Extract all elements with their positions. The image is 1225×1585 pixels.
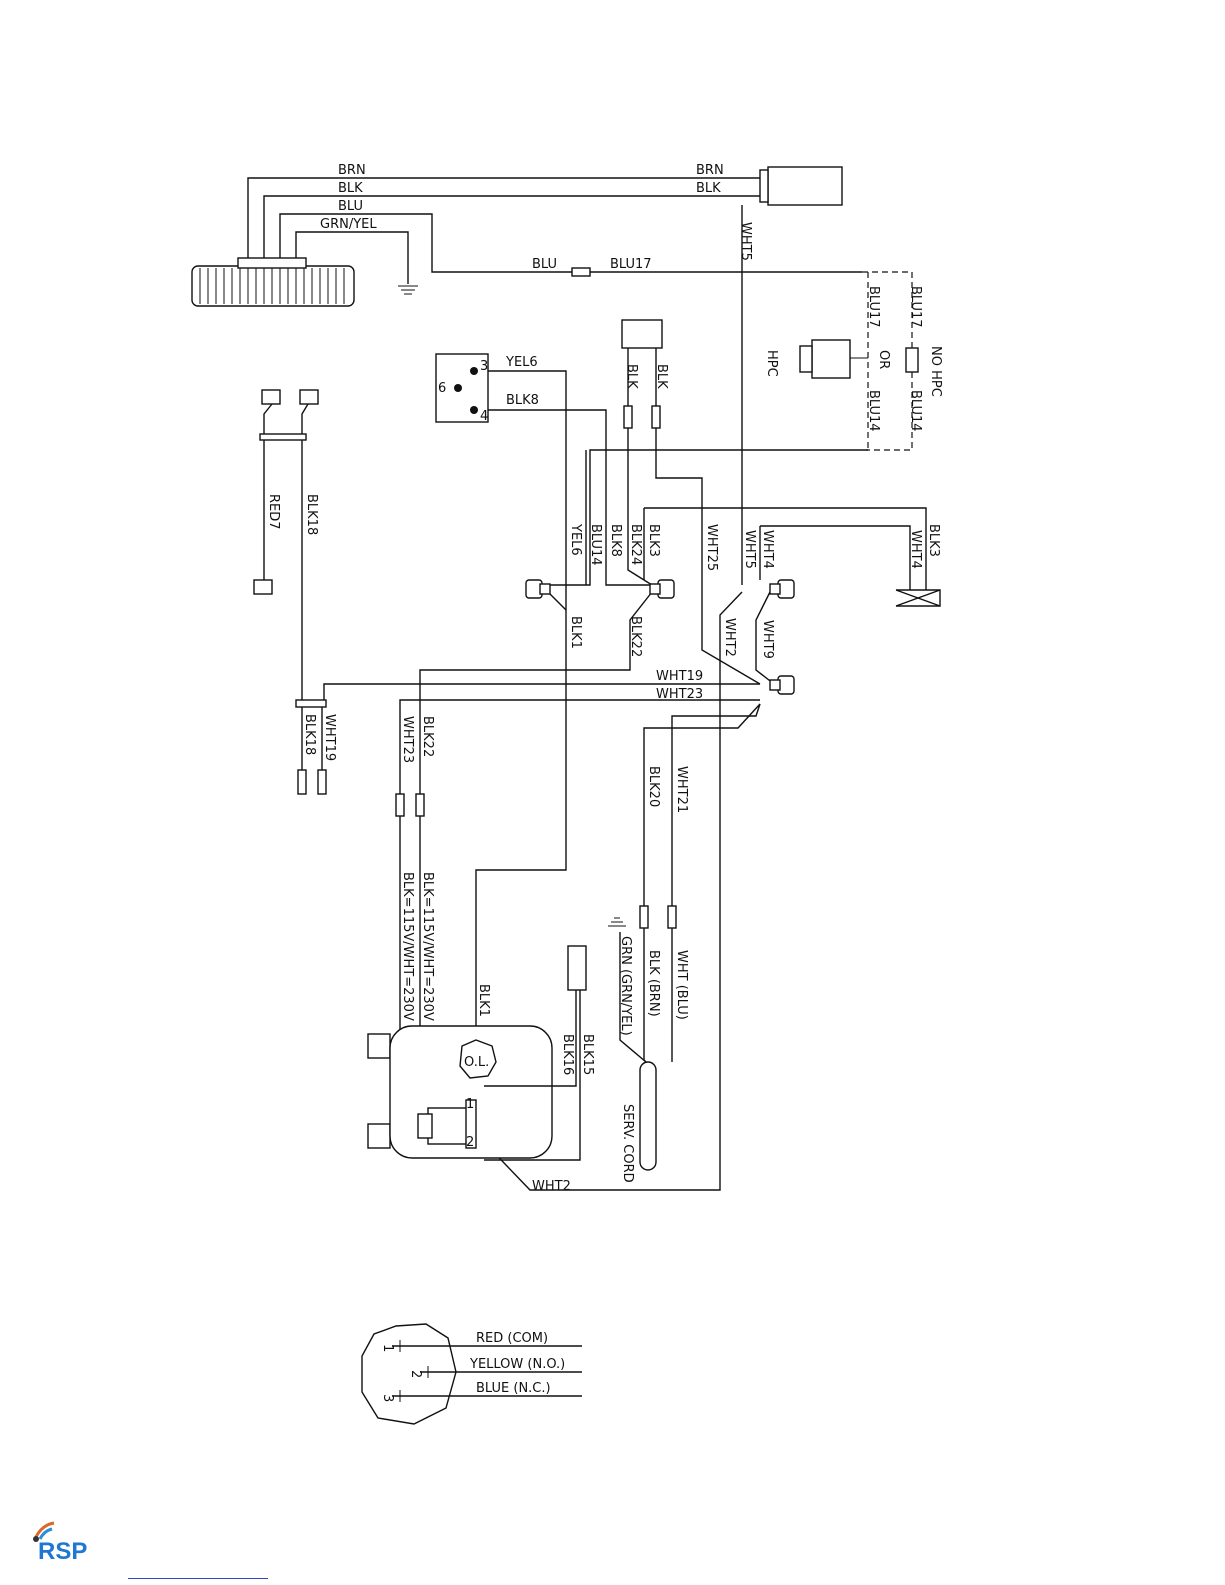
label: 1 bbox=[466, 1097, 474, 1112]
signal-icon bbox=[33, 1521, 55, 1542]
label: WHT (BLU) bbox=[674, 950, 689, 1020]
hpc-area bbox=[799, 271, 919, 451]
label: BLK18 bbox=[304, 494, 319, 535]
rsp-logo bbox=[28, 1515, 108, 1575]
label: BLU17 bbox=[908, 286, 923, 328]
label: BLK22 bbox=[628, 616, 643, 657]
label: 3 bbox=[480, 359, 488, 374]
label: YEL6 bbox=[505, 355, 538, 370]
label: BLU17 bbox=[610, 257, 652, 272]
logo-text: RSP bbox=[38, 1538, 88, 1565]
terminals bbox=[525, 579, 795, 695]
label: GRN (GRN/YEL) bbox=[618, 936, 633, 1036]
label: BLK1 bbox=[568, 616, 583, 649]
label: 2 bbox=[408, 1370, 423, 1378]
capacitor bbox=[759, 166, 843, 206]
label: BLUE (N.C.) bbox=[476, 1381, 551, 1396]
label: BLK15 bbox=[580, 1034, 595, 1075]
pinout-diagram bbox=[361, 1323, 582, 1425]
label: WHT9 bbox=[760, 620, 775, 659]
label: SERV. CORD bbox=[620, 1104, 635, 1183]
label: BLK=115V/WHT=230V bbox=[400, 872, 415, 1021]
label: BLK (BRN) bbox=[646, 950, 661, 1017]
label: NO HPC bbox=[928, 346, 943, 397]
label: O.L. bbox=[464, 1055, 489, 1070]
thermostat bbox=[621, 319, 663, 349]
label: WHT23 bbox=[656, 687, 703, 702]
label: BLK bbox=[338, 181, 363, 196]
label: WHT19 bbox=[322, 714, 337, 761]
label: BLU14 bbox=[588, 524, 603, 566]
label: BLK20 bbox=[646, 766, 661, 807]
label: BLK18 bbox=[302, 714, 317, 755]
label: BLK3 bbox=[926, 524, 941, 557]
label: OR bbox=[876, 350, 891, 369]
label: WHT2 bbox=[532, 1179, 571, 1194]
label: BLK=115V/WHT=230V bbox=[420, 872, 435, 1021]
label: BRN bbox=[338, 163, 366, 178]
motor-wires bbox=[247, 177, 862, 295]
label: BLK3 bbox=[646, 524, 661, 557]
label: WHT19 bbox=[656, 669, 703, 684]
label: 4 bbox=[480, 409, 488, 424]
label: BLK bbox=[654, 364, 669, 389]
label: BLK16 bbox=[560, 1034, 575, 1075]
label: BRN bbox=[696, 163, 724, 178]
label: RED7 bbox=[266, 494, 281, 530]
label: BLK1 bbox=[476, 984, 491, 1017]
label: WHT4 bbox=[908, 530, 923, 569]
label: BLU14 bbox=[908, 390, 923, 432]
connector bbox=[571, 267, 591, 277]
label: RED (COM) bbox=[476, 1331, 548, 1346]
footer-link[interactable] bbox=[128, 1562, 268, 1579]
label: BLK bbox=[624, 364, 639, 389]
label: BLK24 bbox=[628, 524, 643, 565]
label: BLK8 bbox=[608, 524, 623, 557]
label: BLK bbox=[696, 181, 721, 196]
fan-motor bbox=[191, 257, 355, 307]
start-relay bbox=[484, 945, 587, 1161]
compressor bbox=[367, 1025, 553, 1159]
label: WHT5 bbox=[742, 530, 757, 569]
service-cord bbox=[608, 917, 657, 1171]
wire-runs bbox=[323, 348, 927, 1191]
selector-switch bbox=[435, 353, 489, 423]
label: YELLOW (N.O.) bbox=[469, 1357, 565, 1372]
label: BLU17 bbox=[866, 286, 881, 328]
label: WHT4 bbox=[760, 530, 775, 569]
label: YEL6 bbox=[568, 523, 583, 556]
label: WHT21 bbox=[674, 766, 689, 813]
label: 3 bbox=[380, 1394, 395, 1402]
solenoid-valve bbox=[895, 589, 941, 607]
label: 2 bbox=[466, 1135, 474, 1150]
label: BLK8 bbox=[506, 393, 539, 408]
label: GRN/YEL bbox=[320, 217, 377, 232]
label: WHT5 bbox=[738, 222, 753, 261]
left-harness bbox=[253, 389, 327, 795]
label: BLU14 bbox=[866, 390, 881, 432]
label: WHT2 bbox=[722, 618, 737, 657]
label: WHT25 bbox=[704, 524, 719, 571]
label: 1 bbox=[380, 1344, 395, 1352]
label: WHT23 bbox=[400, 716, 415, 763]
label: HPC bbox=[764, 350, 779, 377]
label: BLK22 bbox=[420, 716, 435, 757]
ground-symbol-1 bbox=[398, 285, 418, 295]
label: 6 bbox=[438, 381, 446, 396]
label: BLU bbox=[338, 199, 363, 214]
label: BLU bbox=[532, 257, 557, 272]
